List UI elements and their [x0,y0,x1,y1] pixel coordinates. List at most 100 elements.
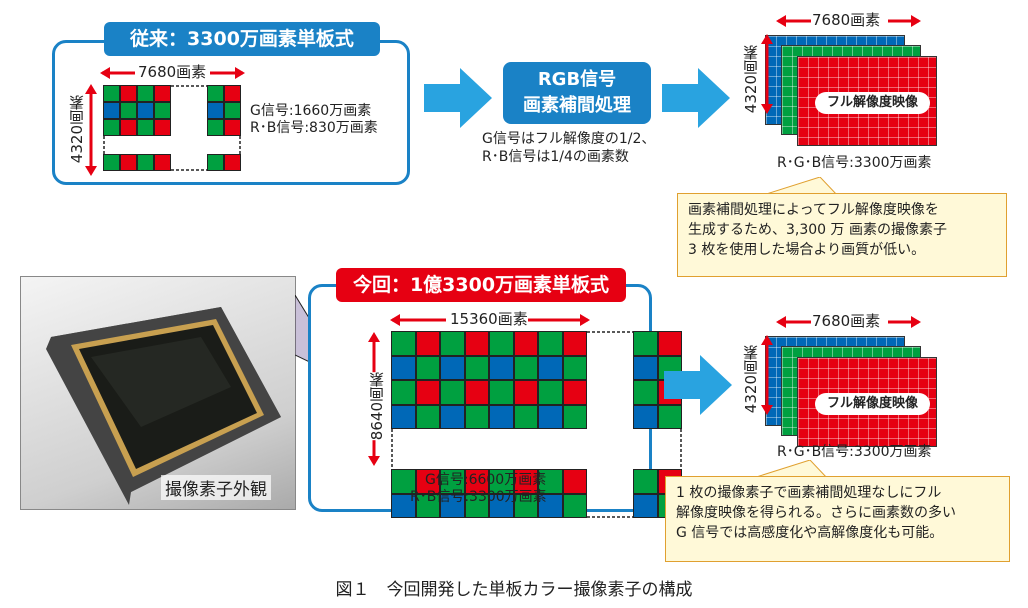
pixel-cell [633,493,658,518]
pixel-cell [137,85,154,102]
process-title-line1: RGB信号 [537,69,617,90]
pixel-cell [562,469,587,494]
pixel-cell [513,469,538,494]
pixel-cell [154,119,171,136]
pixel-cell [207,102,224,119]
pixel-cell [538,404,563,429]
pixel-cell [440,493,465,518]
pixel-cell [391,404,416,429]
pixel-cell [464,380,489,405]
pixel-cell [489,380,514,405]
pixel-cell [440,380,465,405]
pixel-cell [207,119,224,136]
callout-top-line: 3 枚を使用した場合より画質が低い。 [688,242,926,258]
width-arrow-icon [100,67,245,79]
pixel-cell [415,404,440,429]
pixel-cell [120,102,137,119]
pixel-cell [391,331,416,356]
output-bottom-width-label: 7680画素 [812,312,881,330]
pixel-cell [538,380,563,405]
pixel-cell [489,355,514,380]
process-note-line2: R･B信号は1/4の画素数 [482,149,629,165]
rgb-interpolation-box: RGB信号 画素補間処理 [503,62,651,124]
callout-top-line: 画素補間処理によってフル解像度映像を [688,202,939,218]
new-width-label: 15360画素 [450,310,528,328]
dashed-gap-outline [103,85,241,171]
pixel-cell [137,102,154,119]
pixel-cell [154,102,171,119]
width-arrow-icon [776,15,921,27]
right-arrow-icon [662,68,730,128]
pixel-cell [224,85,241,102]
output-top-width-label: 7680画素 [812,11,881,29]
output-bottom-signal: R･G･B信号:3300万画素 [777,444,932,460]
pixel-cell [415,469,440,494]
pixel-cell [103,85,120,102]
pixel-cell [224,102,241,119]
pixel-cell [120,154,137,171]
pixel-cell [440,331,465,356]
pixel-cell [464,355,489,380]
pixel-cell [415,380,440,405]
process-title-line2: 画素補間処理 [523,95,631,116]
pixel-cell [137,119,154,136]
callout-bottom-line: 1 枚の撮像素子で画素補間処理なしにフル [676,485,942,501]
pixel-cell [440,469,465,494]
pixel-cell [391,493,416,518]
output-bottom-height-label: 4320画素 [742,345,760,414]
pixel-cell [415,331,440,356]
pixel-cell [562,404,587,429]
pixel-cell [154,154,171,171]
image-sensor-illustration [46,307,281,505]
pixel-cell [489,331,514,356]
callout-pointer [750,460,829,480]
height-arrow-icon [761,335,773,415]
pixel-cell [415,355,440,380]
pixel-cell [207,154,224,171]
right-arrow-icon [664,355,732,415]
pixel-cell [415,493,440,518]
pixel-cell [538,493,563,518]
pixel-cell [633,404,658,429]
photo-caption: 撮像素子外観 [161,475,271,500]
pixel-cell [562,380,587,405]
callout-bottom: 1 枚の撮像素子で画素補間処理なしにフル 解像度映像を得られる。さらに画素数の多… [665,476,1010,562]
conventional-title: 従来：3300万画素単板式 [104,22,380,56]
pixel-cell [103,154,120,171]
pixel-cell [513,404,538,429]
output-bottom-full-label: フル解像度映像 [815,393,930,415]
pixel-cell [464,469,489,494]
new-title: 今回：1億3300万画素単板式 [336,268,626,302]
pixel-cell [391,469,416,494]
callout-pointer [760,177,839,197]
pixel-cell [391,380,416,405]
pixel-cell [103,119,120,136]
callout-bottom-line: G 信号では高感度化や高解像度化も可能。 [676,525,944,541]
pixel-cell [207,85,224,102]
width-arrow-icon [390,314,590,326]
pixel-cell [103,102,120,119]
new-bayer-grid [391,331,682,518]
pixel-cell [489,404,514,429]
pixel-cell [464,331,489,356]
output-top-signal: R･G･B信号:3300万画素 [777,155,932,171]
pixel-cell [633,469,658,494]
output-top-full-label: フル解像度映像 [815,92,930,114]
pixel-cell [538,355,563,380]
pixel-cell [120,119,137,136]
pixel-cell [562,355,587,380]
pixel-cell [440,355,465,380]
pixel-cell [513,355,538,380]
callout-top: 画素補間処理によってフル解像度映像を 生成するため、3,300 万 画素の撮像素… [677,193,1007,277]
pixel-cell [538,469,563,494]
pixel-cell [633,380,658,405]
conventional-rb-signal: R･B信号:830万画素 [250,120,378,136]
pixel-cell [224,154,241,171]
height-arrow-icon [761,34,773,114]
pixel-cell [154,85,171,102]
pixel-cell [657,331,682,356]
output-top-height-label: 4320画素 [742,45,760,114]
pixel-cell [513,331,538,356]
conventional-width-label: 7680画素 [138,63,207,81]
pixel-cell [489,493,514,518]
